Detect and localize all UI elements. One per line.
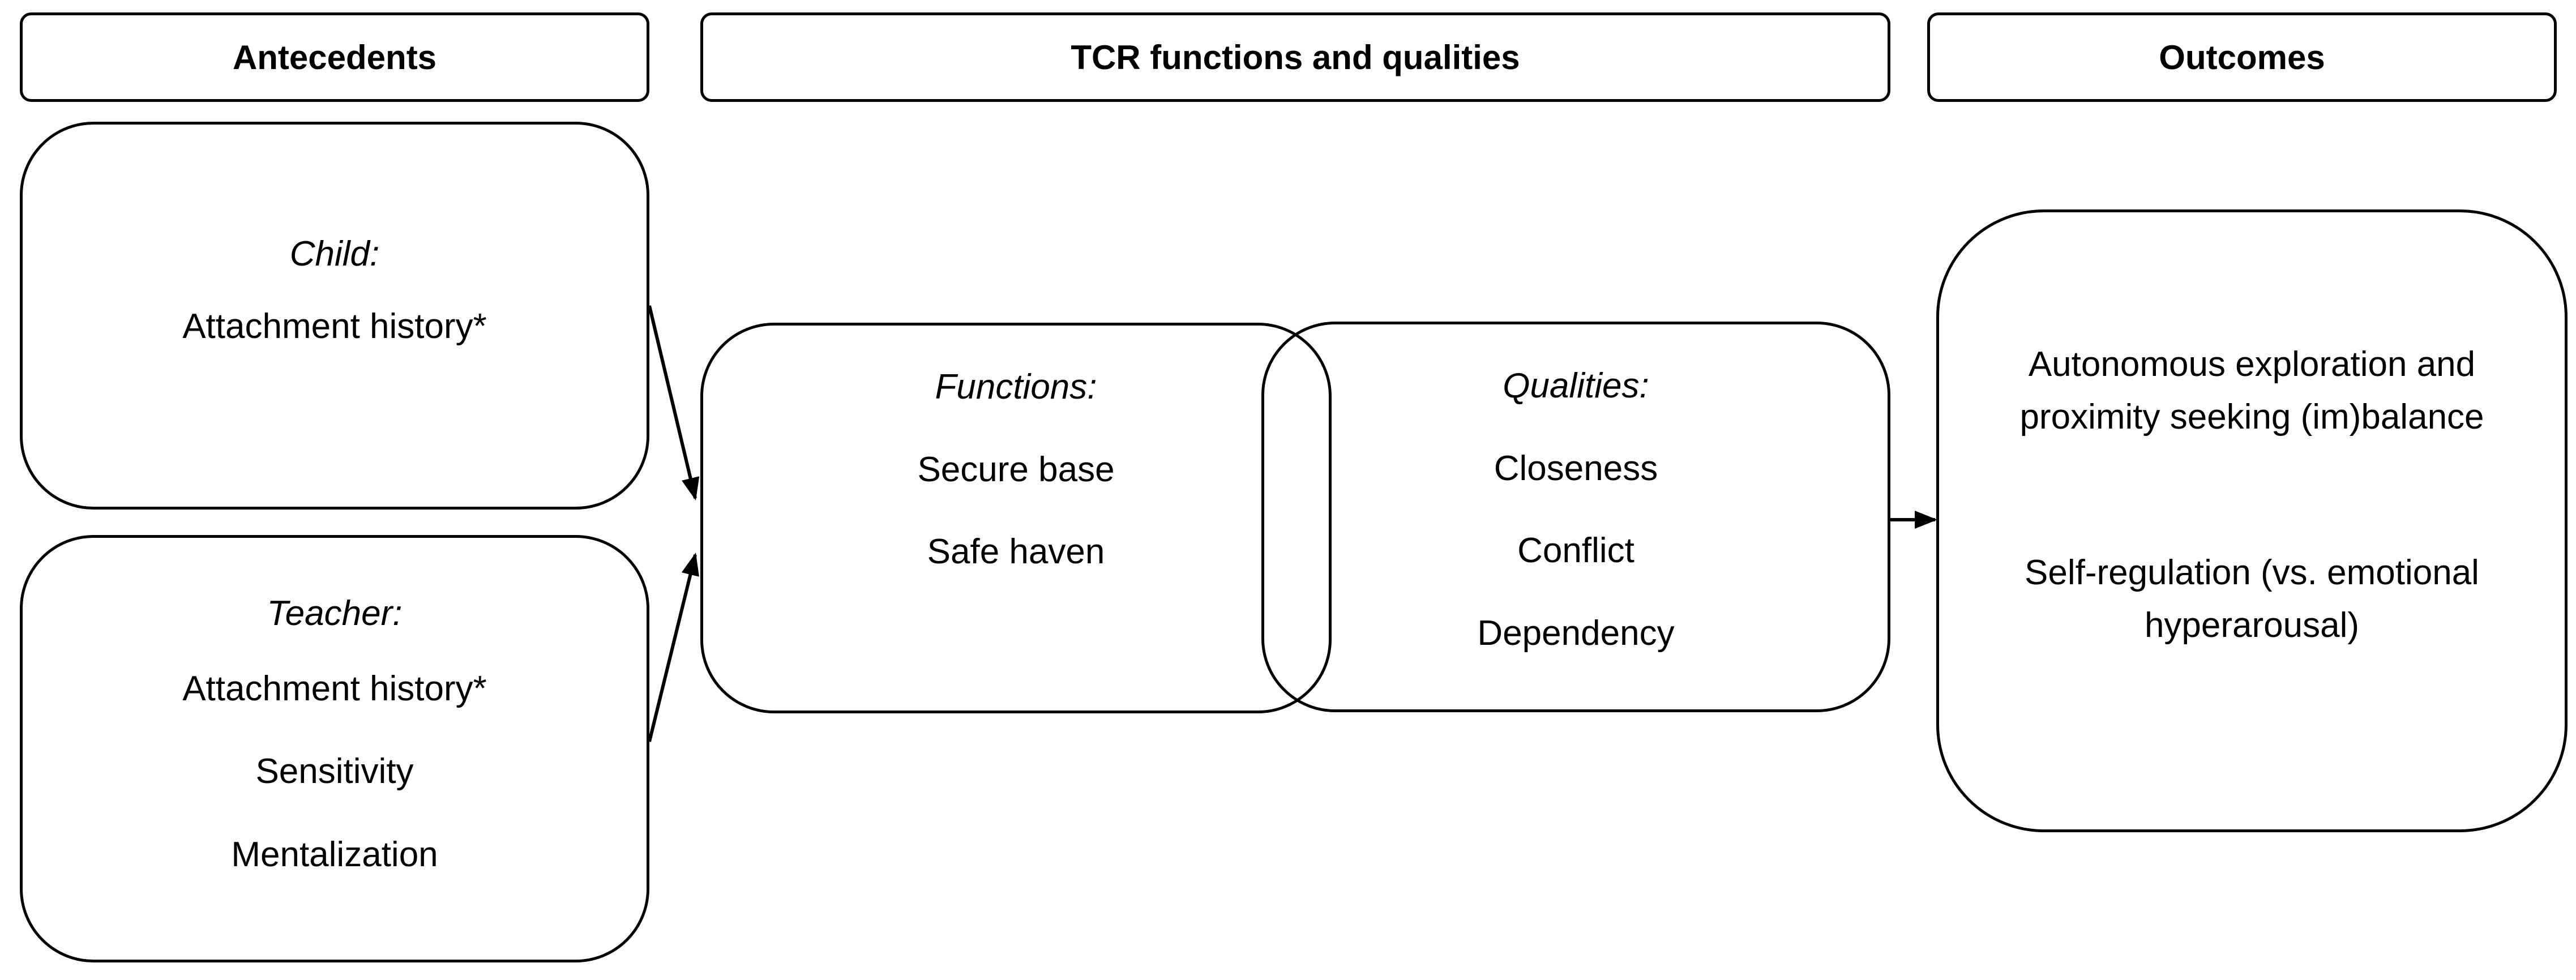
functions-item: Secure base bbox=[917, 450, 1115, 489]
outcomes-box: Autonomous exploration and proximity see… bbox=[1936, 209, 2568, 832]
outcome-line: Autonomous exploration and bbox=[2028, 345, 2476, 384]
teacher-box: Teacher: Attachment history* Sensitivity… bbox=[20, 535, 649, 962]
header-antecedents-label: Antecedents bbox=[232, 38, 437, 76]
child-title: Child: bbox=[289, 234, 380, 273]
child-box: Child: Attachment history* bbox=[20, 122, 649, 510]
child-item: Attachment history* bbox=[182, 306, 487, 346]
qualities-title: Qualities: bbox=[1503, 366, 1649, 405]
qualities-box: Qualities: Closeness Conflict Dependency bbox=[1261, 322, 1890, 712]
teacher-item: Attachment history* bbox=[182, 669, 487, 708]
header-antecedents: Antecedents bbox=[20, 12, 649, 102]
header-tcr-label: TCR functions and qualities bbox=[1071, 38, 1520, 76]
outcome-line: hyperarousal) bbox=[2144, 605, 2360, 645]
qualities-item: Closeness bbox=[1494, 448, 1658, 488]
arrow-child-to-functions bbox=[648, 305, 700, 500]
functions-item: Safe haven bbox=[927, 532, 1105, 571]
functions-box: Functions: Secure base Safe haven bbox=[700, 323, 1332, 713]
header-outcomes: Outcomes bbox=[1927, 12, 2557, 102]
qualities-item: Dependency bbox=[1477, 613, 1675, 653]
outcome-line: Self-regulation (vs. emotional bbox=[2025, 553, 2479, 592]
qualities-item: Conflict bbox=[1517, 531, 1634, 570]
teacher-item: Mentalization bbox=[231, 835, 438, 874]
functions-title: Functions: bbox=[935, 367, 1097, 406]
header-outcomes-label: Outcomes bbox=[2159, 38, 2325, 76]
teacher-title: Teacher: bbox=[267, 594, 403, 633]
outcome-line: proximity seeking (im)balance bbox=[2019, 397, 2484, 436]
teacher-item: Sensitivity bbox=[255, 752, 414, 791]
header-tcr: TCR functions and qualities bbox=[700, 12, 1890, 102]
arrow-teacher-to-functions bbox=[648, 553, 699, 742]
